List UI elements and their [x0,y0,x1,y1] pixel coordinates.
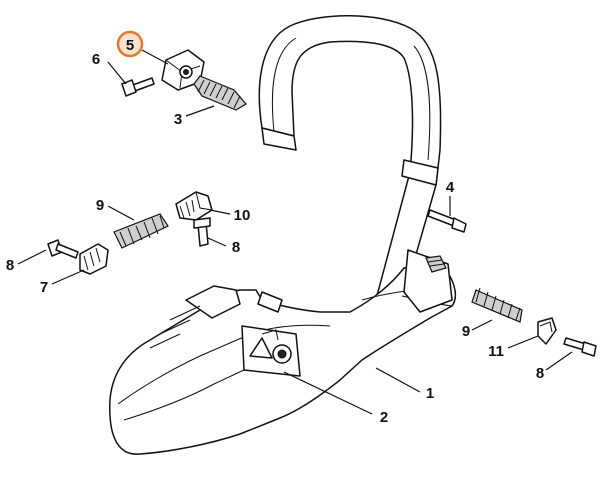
part-8-screw-c [563,337,597,357]
part-5-clamp [161,49,205,91]
callout-2: 2 [380,409,388,426]
callout-3: 3 [174,111,182,128]
callout-11: 11 [488,343,504,360]
part-10-cap [175,191,213,221]
callout-10: 10 [234,207,251,224]
callout-1: 1 [426,385,434,402]
part-8-screw-b [47,239,79,259]
bushing-right [425,255,447,273]
callout-8-a: 8 [232,239,240,256]
handle-housing [109,249,457,455]
callout-5: 5 [116,30,144,58]
callout-6: 6 [92,51,100,68]
callout-label: 5 [126,37,134,54]
part-9-spring-left [113,213,169,249]
part-6-screw [121,77,155,97]
callout-8-b: 8 [6,257,14,274]
highlight-ring [116,30,144,58]
part-9-spring-right [471,287,523,323]
part-3-spring [193,75,247,111]
callout-9-left: 9 [96,197,104,214]
part-8-screw-a [193,217,211,247]
leader-lines [17,49,573,415]
callout-7: 7 [40,279,48,296]
part-7-nut [79,243,109,275]
callout-9-right: 9 [462,323,470,340]
part-4-bolt [427,209,467,233]
callout-8-c: 8 [536,365,544,382]
callout-4: 4 [446,179,455,196]
part-11-washer [537,317,557,345]
